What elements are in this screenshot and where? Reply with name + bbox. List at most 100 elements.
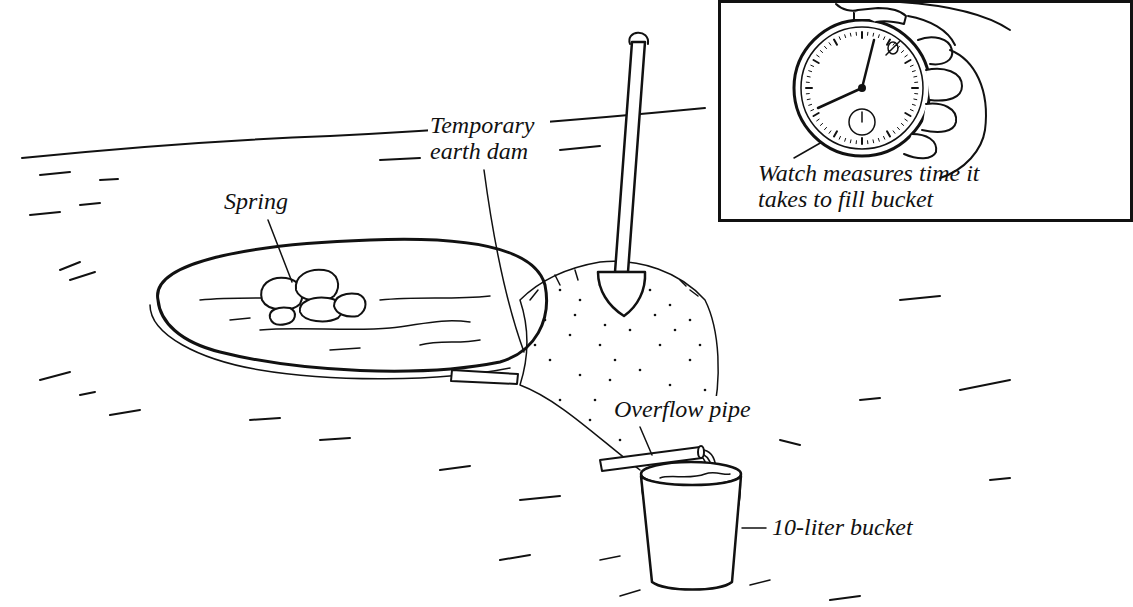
- watch-tick: [825, 127, 827, 129]
- watch-tick: [914, 99, 917, 101]
- watch-tick: [887, 131, 890, 136]
- watch-tick: [806, 87, 812, 89]
- watch-tick: [901, 51, 903, 53]
- watch-tick: [806, 93, 809, 94]
- watch-tick: [873, 33, 875, 36]
- watch-face: [801, 27, 923, 149]
- watch-tick: [905, 119, 907, 121]
- watch-tick: [915, 82, 918, 83]
- watch-tick: [817, 119, 819, 121]
- ground-stroke: [40, 262, 1010, 600]
- shovel-handle: [615, 42, 645, 272]
- watch-tick: [811, 65, 814, 66]
- hand: [836, 4, 906, 24]
- shovel-blade: [598, 272, 645, 316]
- watch-zero-mark: [886, 41, 900, 55]
- watch-tick: [825, 46, 827, 48]
- horizon-line: [22, 108, 705, 158]
- watch-tick: [905, 55, 907, 57]
- watch-tick: [806, 82, 809, 83]
- watch-tick: [878, 138, 880, 141]
- hand: [922, 104, 956, 132]
- watch-pivot: [859, 85, 865, 91]
- hand: [904, 134, 936, 158]
- watch-tick: [839, 37, 840, 40]
- leader-line: [794, 142, 822, 158]
- watch-tick: [811, 110, 814, 111]
- watch-tick: [915, 93, 918, 94]
- watch-tick: [910, 110, 913, 111]
- watch-tick: [856, 32, 857, 35]
- watch-subdial-hand: [861, 112, 863, 122]
- bucket-body: [641, 476, 741, 590]
- watch-tick: [809, 104, 812, 106]
- watch-tick: [861, 32, 863, 38]
- watch-tick: [834, 131, 837, 136]
- watch-tick: [829, 43, 831, 45]
- rock: [334, 294, 366, 317]
- watch-tick: [850, 140, 852, 143]
- watch-tick: [912, 104, 915, 106]
- watch-tick: [884, 37, 885, 40]
- watch-tick: [809, 70, 812, 72]
- watch-tick: [884, 136, 885, 139]
- watch-tick: [814, 113, 819, 116]
- watch-tick: [893, 131, 895, 133]
- part-label: Overflow pipe: [612, 396, 753, 422]
- watch-tick: [878, 35, 880, 38]
- shovel-grip: [629, 33, 648, 44]
- watch-tick: [867, 141, 868, 144]
- watch-tick: [850, 33, 852, 36]
- watch-tick: [897, 127, 899, 129]
- pipe-mouth: [698, 446, 704, 458]
- watch-tick: [844, 35, 846, 38]
- watch-ticks: [806, 32, 918, 144]
- hand: [908, 16, 986, 178]
- earth-dam: [520, 261, 718, 470]
- part-label: Temporary earth dam: [428, 112, 550, 165]
- watch-tick: [861, 138, 863, 144]
- watch-tick: [873, 140, 875, 143]
- watch-tick: [820, 123, 822, 125]
- watch-tick: [905, 113, 910, 116]
- watch-tick: [905, 60, 910, 63]
- pond-outline: [158, 239, 547, 371]
- watch-tick: [867, 32, 868, 35]
- watch-tick: [912, 70, 915, 72]
- watch-tick: [820, 51, 822, 53]
- leader-line: [742, 527, 766, 529]
- watch-tick: [817, 55, 819, 57]
- watch-tick: [834, 40, 837, 45]
- leader-line: [484, 170, 524, 352]
- caption-text: Watch measures time it takes to fill buc…: [758, 160, 990, 213]
- pipe-inlet: [451, 370, 518, 384]
- inset-box: Watch measures time it takes to fill buc…: [718, 0, 1133, 222]
- watch-tick: [839, 136, 840, 139]
- watch-tick: [829, 131, 831, 133]
- leader-line: [640, 427, 652, 455]
- rock: [270, 307, 295, 324]
- watch-case: [794, 20, 930, 156]
- hand: [926, 69, 962, 101]
- watch-hand: [818, 40, 874, 108]
- watch-tick: [814, 60, 819, 63]
- bucket-water: [660, 473, 730, 478]
- watch-tick: [910, 65, 913, 66]
- watch-tick: [901, 123, 903, 125]
- part-label: 10-liter bucket: [770, 514, 915, 540]
- wrist: [900, 2, 1010, 30]
- watch-tick: [912, 87, 918, 89]
- watch-tick: [844, 138, 846, 141]
- leader-line: [268, 220, 292, 282]
- hand: [918, 37, 952, 64]
- bucket-shadow: [600, 556, 770, 596]
- watch-tick: [914, 76, 917, 78]
- rock: [296, 270, 338, 301]
- watch-tick: [856, 141, 857, 144]
- watch-tick: [807, 99, 810, 101]
- watch-subdial: [849, 109, 875, 135]
- part-label: Spring: [222, 188, 290, 214]
- watch-tick: [807, 76, 810, 78]
